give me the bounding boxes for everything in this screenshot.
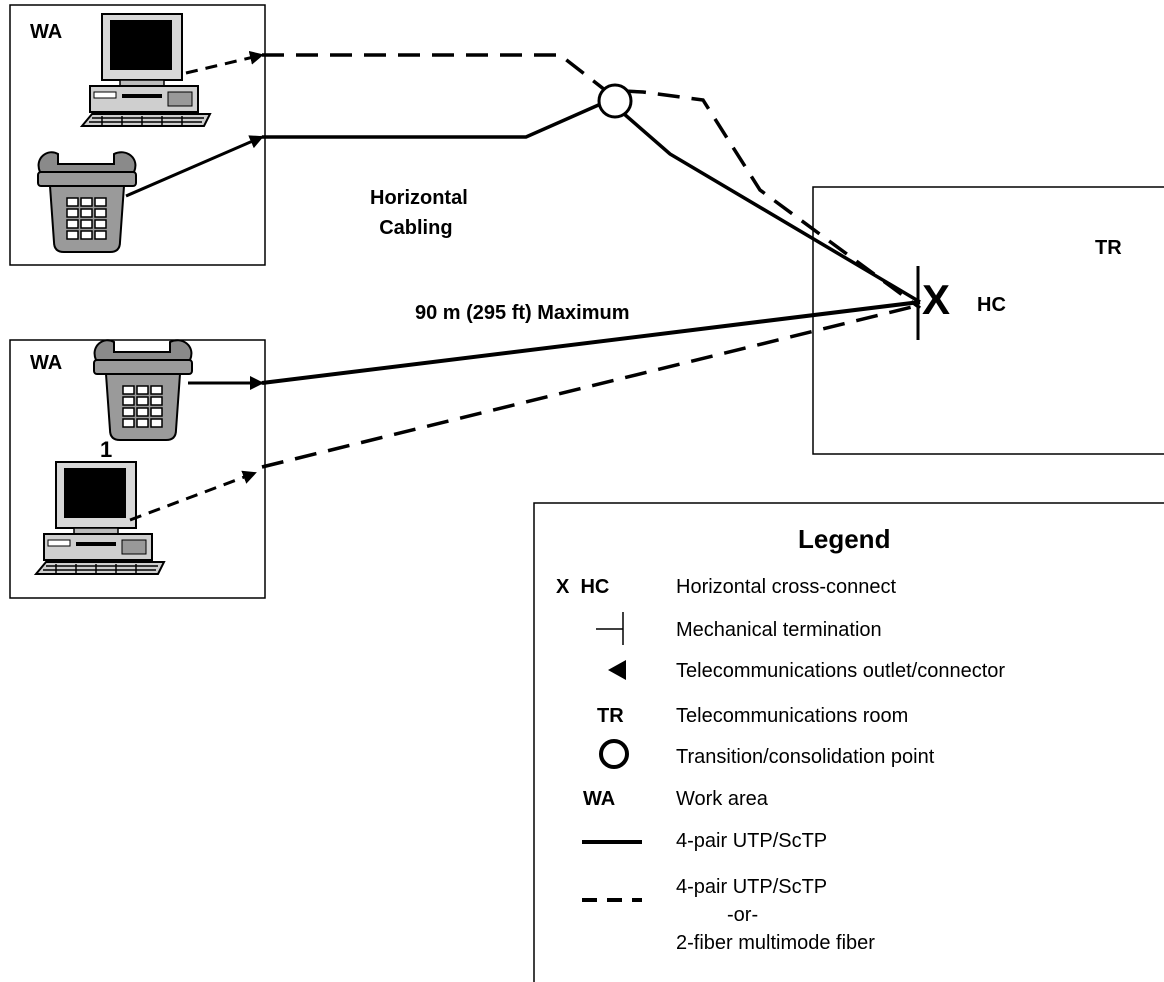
legend-mechanical-termination-symbol xyxy=(596,612,624,645)
computer-icon xyxy=(35,461,165,575)
legend-item-dashed-line-or: -or- xyxy=(727,904,759,926)
consolidation-point-circle-icon xyxy=(597,83,633,119)
telephone-icon xyxy=(93,339,193,441)
work-area-box-top xyxy=(9,4,266,266)
legend-consolidation-point-circle-icon xyxy=(599,739,629,769)
work-area-label-top: WA xyxy=(30,21,63,43)
legend-item-mechanical-termination: Mechanical termination xyxy=(676,619,882,641)
telecom-room-box xyxy=(812,186,1164,455)
dashed-cable-bottom-computer-outlet xyxy=(129,470,257,522)
horizontal-cabling-label-line1: Horizontal xyxy=(370,187,468,209)
legend-item-dashed-line: 4-pair UTP/ScTP xyxy=(676,876,828,898)
legend-item-horizontal-cross-connect: Horizontal cross-connect xyxy=(676,576,897,598)
solid-horizontal-cable-top-to-hc xyxy=(621,111,921,304)
legend-title: Legend xyxy=(798,524,891,554)
telephone-icon xyxy=(37,151,137,253)
dashed-cable-top-computer-outlet xyxy=(185,50,264,75)
legend-item-work-area: Work area xyxy=(676,788,768,810)
telecom-room-label: TR xyxy=(1095,237,1122,259)
cross-connect-symbol: X xyxy=(922,276,951,323)
horizontal-cabling-label-line2: Cabling xyxy=(379,217,453,239)
solid-horizontal-cable-bottom xyxy=(261,300,921,385)
dashed-horizontal-cable-top xyxy=(262,53,922,310)
solid-horizontal-cable-top xyxy=(262,101,604,139)
legend-telecom-room-symbol: TR xyxy=(597,705,624,727)
work-area-marker: 1 xyxy=(100,437,113,462)
legend-cross-connect-symbol: X HC xyxy=(556,576,610,598)
distance-label: 90 m (295 ft) Maximum xyxy=(415,302,630,324)
legend-item-solid-line: 4-pair UTP/ScTP xyxy=(676,830,828,852)
computer-icon xyxy=(81,13,211,127)
legend-work-area-symbol: WA xyxy=(583,788,616,810)
legend-outlet-connector-arrow-icon xyxy=(608,660,626,680)
legend-item-telecom-room: Telecommunications room xyxy=(676,705,909,727)
legend-box xyxy=(533,502,1164,982)
horizontal-cabling-label: Horizontal Cabling xyxy=(370,183,468,243)
legend-item-consolidation-point: Transition/consolidation point xyxy=(676,746,935,768)
dashed-horizontal-cable-bottom xyxy=(261,303,921,469)
legend-item-dashed-line-alt: 2-fiber multimode fiber xyxy=(676,932,875,954)
cross-connect-label: HC xyxy=(977,294,1006,316)
work-area-box-bottom xyxy=(9,339,266,599)
legend-item-outlet-connector: Telecommunications outlet/connector xyxy=(676,660,1006,682)
work-area-label-bottom: WA xyxy=(30,352,63,374)
solid-cable-top-phone-outlet xyxy=(125,135,264,198)
